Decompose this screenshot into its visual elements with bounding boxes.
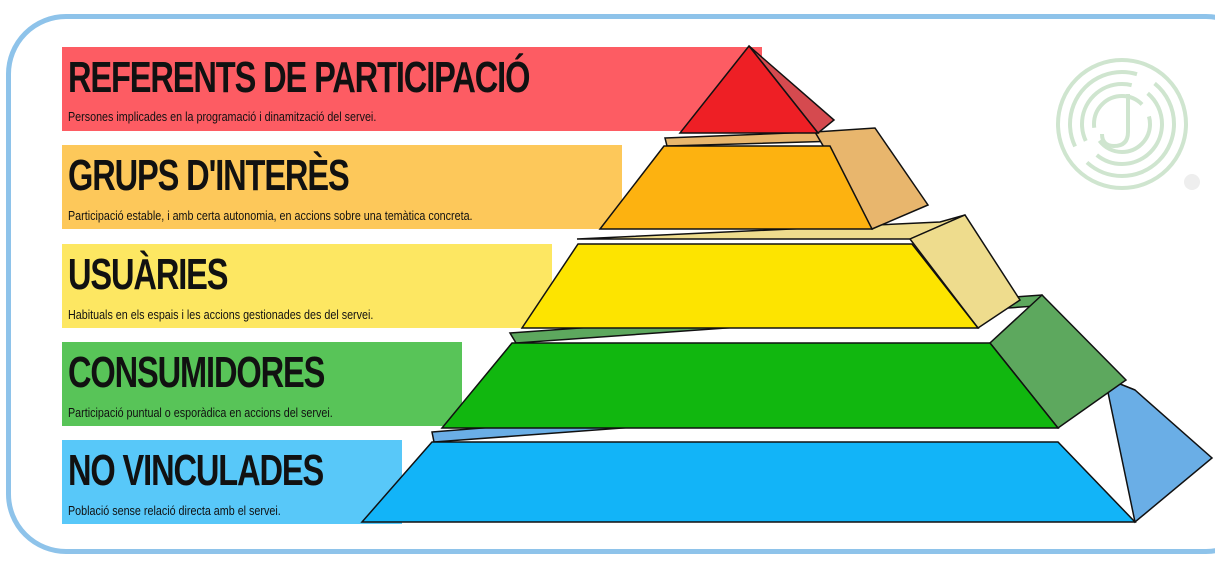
pyramid-level-grups-front [598, 145, 874, 230]
pyramid-level-usuaries-front [520, 243, 980, 329]
title-referents: REFERENTS DE PARTICIPACIÓ [68, 53, 530, 102]
title-no-vinculades: NO VINCULADES [68, 446, 324, 495]
band-referents [62, 47, 762, 131]
rounded-frame [6, 14, 1215, 554]
title-consumidores: CONSUMIDORES [68, 348, 325, 397]
band-consumidores [62, 342, 462, 426]
pyramid-level-no-vinculades-side [1103, 376, 1214, 524]
desc-no-vinculades: Població sense relació directa amb el se… [68, 504, 281, 518]
pyramid-level-consumidores-front [440, 342, 1060, 429]
desc-consumidores: Participació puntual o esporàdica en acc… [68, 406, 333, 420]
band-usuaries [62, 244, 552, 328]
pyramid-level-grups-top [664, 131, 841, 147]
title-grups: GRUPS D'INTERÈS [68, 151, 350, 200]
pyramid-level-no-vinculades-front [360, 441, 1137, 523]
band-grups [62, 145, 622, 229]
desc-referents: Persones implicades en la programació i … [68, 110, 377, 124]
desc-usuaries: Habituals en els espais i les accions ge… [68, 308, 374, 322]
title-usuaries: USUÀRIES [68, 250, 228, 299]
band-no-vinculades [62, 440, 402, 524]
maze-logo-icon [1056, 58, 1200, 190]
desc-grups: Participació estable, i amb certa autono… [68, 209, 473, 223]
pyramid-level-referents-front [678, 44, 820, 134]
